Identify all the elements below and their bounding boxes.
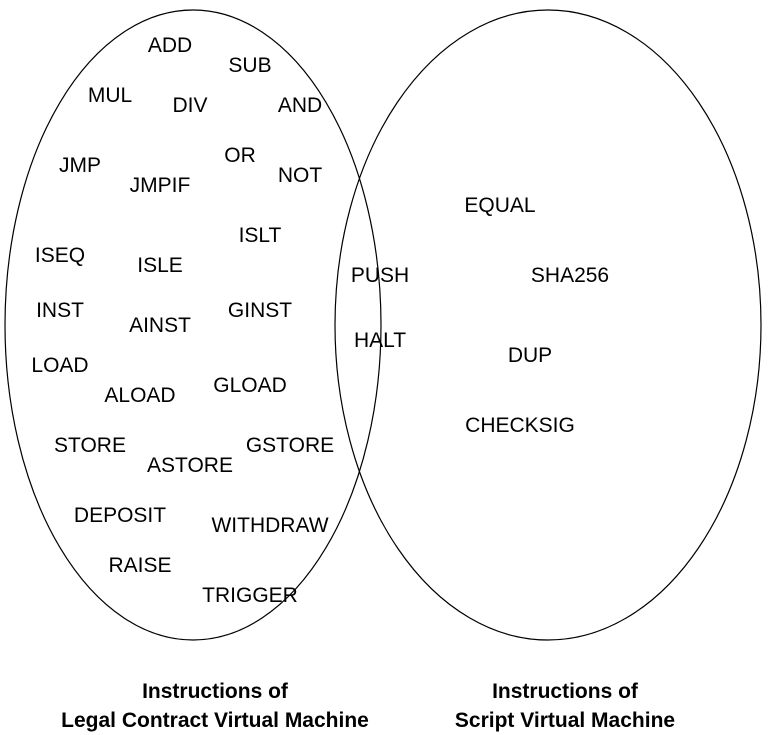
- op-jmp: JMP: [59, 154, 101, 177]
- op-ginst: GINST: [228, 299, 292, 322]
- op-iseq: ISEQ: [35, 244, 85, 267]
- op-load: LOAD: [31, 354, 88, 377]
- legal-contract-vm-set: [4, 9, 382, 641]
- op-sha256: SHA256: [531, 264, 609, 287]
- op-add: ADD: [148, 34, 192, 57]
- op-gstore: GSTORE: [246, 434, 334, 457]
- op-push: PUSH: [351, 264, 409, 287]
- left-caption-line1: Instructions of: [142, 680, 289, 703]
- op-raise: RAISE: [108, 554, 171, 577]
- op-trigger: TRIGGER: [202, 584, 298, 607]
- left-caption-line2: Legal Contract Virtual Machine: [61, 709, 369, 732]
- op-gload: GLOAD: [213, 374, 287, 397]
- op-checksig: CHECKSIG: [465, 414, 575, 437]
- op-not: NOT: [278, 164, 323, 187]
- op-sub: SUB: [228, 54, 271, 77]
- script-vm-set: [334, 9, 762, 641]
- right-caption-line1: Instructions of: [492, 680, 639, 703]
- op-aload: ALOAD: [104, 384, 175, 407]
- op-div: DIV: [172, 94, 207, 117]
- op-deposit: DEPOSIT: [74, 504, 166, 527]
- op-halt: HALT: [354, 329, 406, 352]
- op-islt: ISLT: [239, 224, 282, 247]
- op-inst: INST: [36, 299, 84, 322]
- op-mul: MUL: [88, 84, 132, 107]
- op-jmpif: JMPIF: [130, 174, 191, 197]
- op-astore: ASTORE: [147, 454, 233, 477]
- op-dup: DUP: [508, 344, 552, 367]
- op-equal: EQUAL: [464, 194, 535, 217]
- right-caption-line2: Script Virtual Machine: [455, 709, 675, 732]
- op-and: AND: [278, 94, 322, 117]
- op-isle: ISLE: [137, 254, 183, 277]
- op-withdraw: WITHDRAW: [211, 514, 328, 537]
- op-store: STORE: [54, 434, 126, 457]
- op-or: OR: [224, 144, 256, 167]
- op-ainst: AINST: [129, 314, 191, 337]
